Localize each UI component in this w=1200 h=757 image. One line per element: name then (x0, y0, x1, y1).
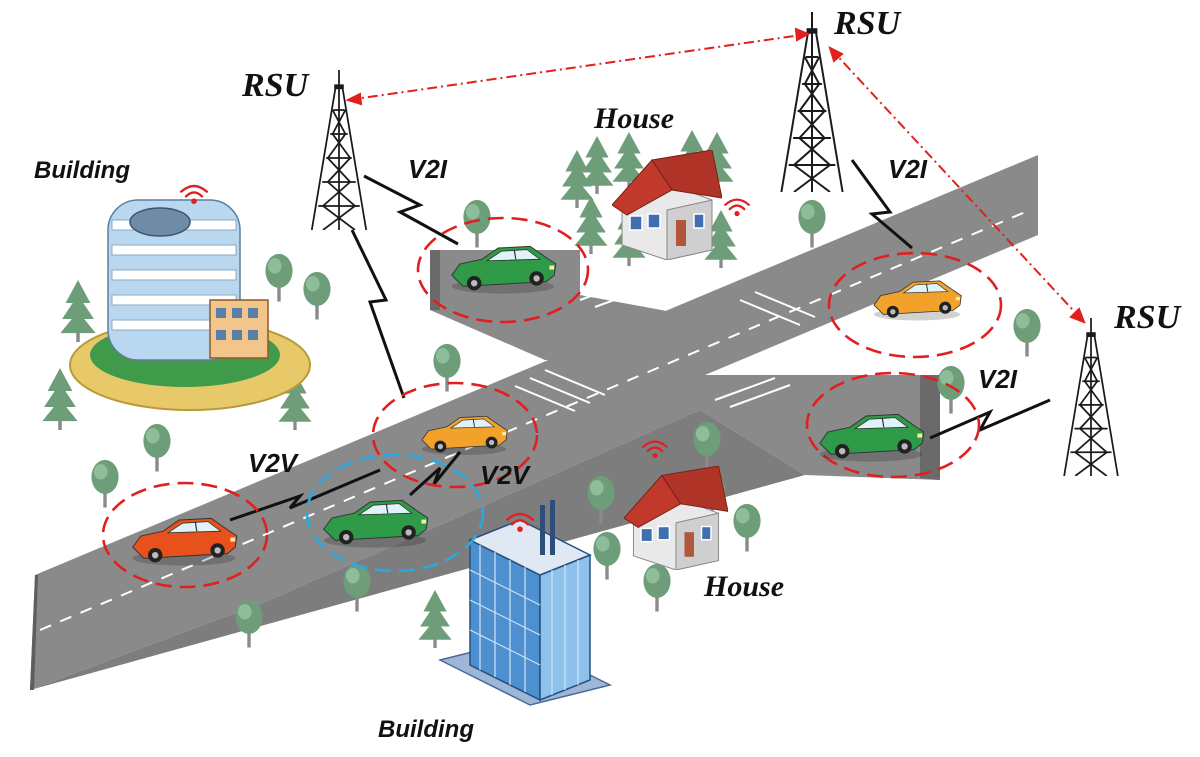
v2i-label-left: V2I (408, 154, 448, 184)
rsu-backhaul-links (345, 27, 1086, 324)
tree-icon (265, 253, 293, 302)
tree-icon (143, 423, 171, 472)
building-label-left: Building (34, 157, 130, 184)
v2v-link-right (408, 451, 462, 497)
v2i-link-top-right (850, 159, 913, 250)
tree-icon (91, 459, 119, 508)
v2i-link-right (929, 398, 1051, 440)
wifi-icon (724, 198, 750, 218)
tree-icon (937, 365, 965, 414)
rsu-label-left: RSU (241, 67, 311, 104)
tree-icon (733, 503, 761, 552)
rsu-tower-icon (1063, 318, 1119, 476)
v2i-link-left-car (363, 174, 459, 246)
tree-icon (343, 563, 371, 612)
car-icon (132, 517, 238, 567)
v2v-label-right: V2V (480, 460, 532, 490)
house-label-bottom: House (703, 570, 784, 603)
tree-icon (643, 563, 671, 612)
tree-icon (60, 280, 96, 342)
building-bottom (437, 500, 613, 706)
v2i-label-right: V2I (978, 364, 1018, 394)
rsu-label-right: RSU (1113, 299, 1183, 336)
building-label-bottom: Building (378, 716, 474, 743)
rsu-label-top: RSU (833, 5, 903, 42)
communication-ranges (101, 216, 1003, 589)
tree-icon (798, 199, 826, 248)
labels: RSU RSU RSU House House Building Buildin… (34, 5, 1183, 743)
tree-icon (303, 271, 331, 320)
tree-icon (235, 599, 263, 648)
tree-icon (593, 531, 621, 580)
tree-icon (418, 590, 452, 648)
wireless-links (229, 159, 1051, 522)
v2v-link-left (229, 468, 381, 522)
v2i-label-top: V2I (888, 154, 928, 184)
building-left (69, 184, 311, 411)
tree-icon (42, 368, 78, 430)
tree-icon (580, 136, 614, 194)
v2v-label-left: V2V (248, 448, 300, 478)
tree-icon (1013, 308, 1041, 357)
v2i-link-left-tower-down (350, 229, 406, 399)
house-label-top: House (593, 102, 674, 135)
